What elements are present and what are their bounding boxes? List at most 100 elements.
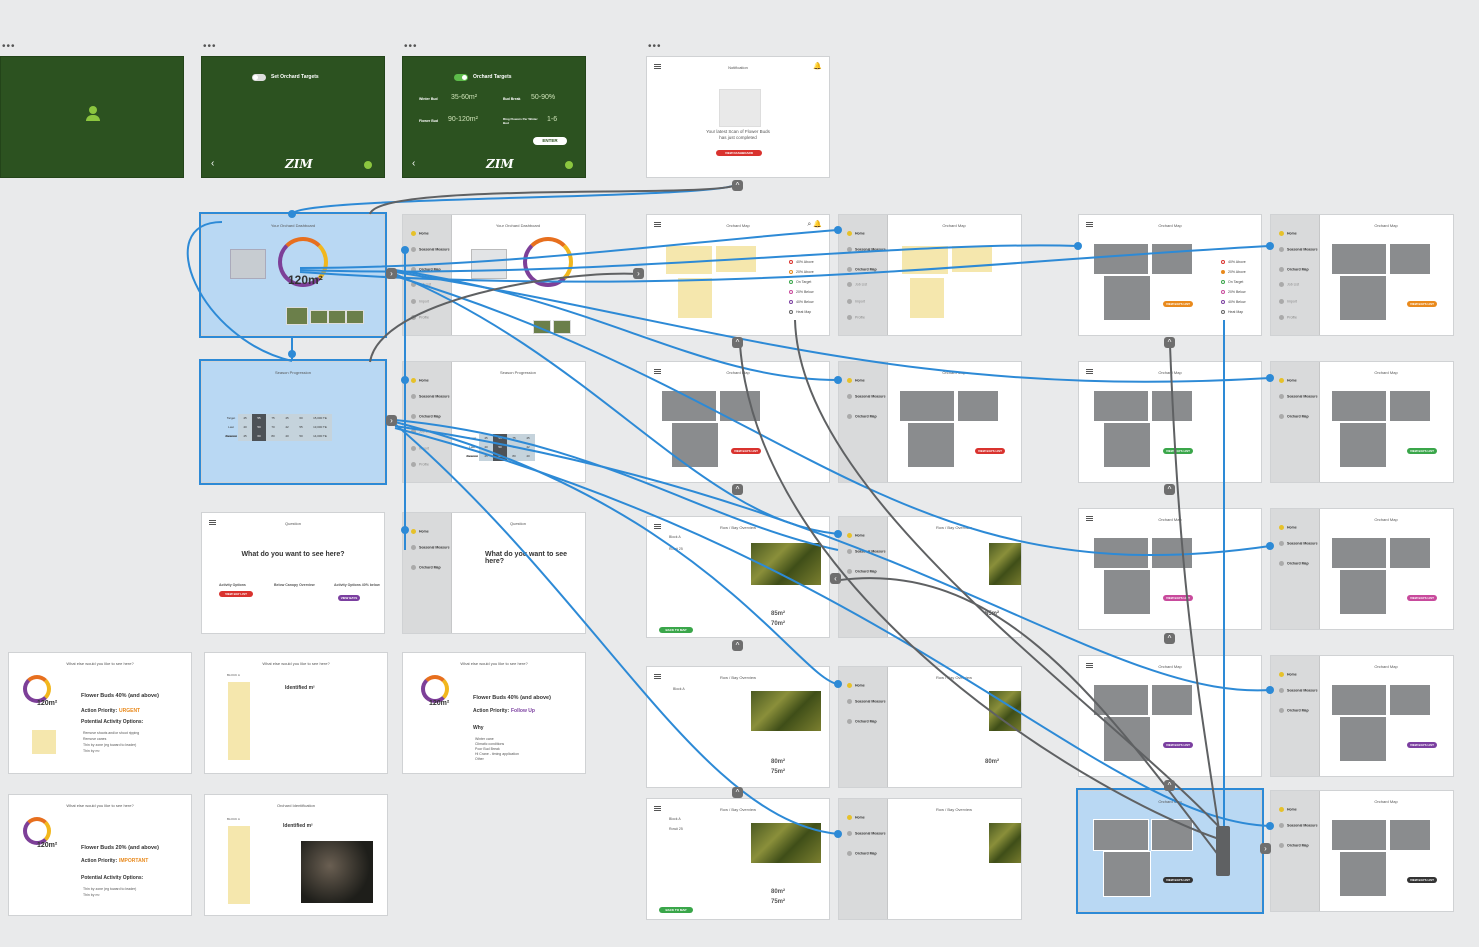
orchard-block[interactable]: [1331, 537, 1387, 569]
frame-orchard-map-pink[interactable]: Orchard Map VIEW BAYS LIST: [1078, 508, 1262, 630]
sidebar-item-seasonal[interactable]: Seasonal Measure: [1279, 688, 1318, 693]
sidebar-item-seasonal[interactable]: Seasonal Measure: [847, 699, 886, 704]
orchard-block[interactable]: [665, 245, 713, 275]
view-bay-list-button[interactable]: VIEW BAY LIST: [219, 591, 253, 597]
sidebar-item-orchard-map[interactable]: Orchard Map: [847, 719, 877, 724]
orchard-block[interactable]: [1331, 243, 1387, 275]
frame-menu-dots[interactable]: •••: [2, 41, 16, 52]
sidebar-item-orchard-map[interactable]: Orchard Map: [847, 267, 877, 272]
scan-thumbnail[interactable]: [310, 310, 328, 324]
sidebar-item-orchard-map[interactable]: Orchard Map: [1279, 843, 1309, 848]
view-bays-button[interactable]: VIEW BAYS: [338, 595, 360, 601]
frame-row-bay-overview-2[interactable]: Row / Bay Overview Block A 80m² 75m²: [646, 666, 830, 788]
orchard-block[interactable]: [1331, 684, 1387, 716]
targets-toggle[interactable]: [252, 74, 266, 81]
chevron-up-icon[interactable]: ^: [1164, 780, 1175, 791]
block-selector[interactable]: Block A: [669, 535, 681, 539]
bell-icon[interactable]: 🔔: [813, 63, 822, 70]
orchard-block[interactable]: [671, 422, 719, 468]
orchard-block[interactable]: [1093, 243, 1149, 275]
orchard-row-strip[interactable]: [227, 825, 251, 905]
option-activity-below[interactable]: Activity Options 40% below: [334, 583, 380, 587]
target-range-flower-bud[interactable]: 90-120m²: [448, 116, 478, 123]
scan-thumbnail[interactable]: [553, 320, 571, 334]
block-selector[interactable]: Block A: [669, 817, 681, 821]
search-bell-icons[interactable]: ⌕ 🔔: [807, 221, 822, 228]
back-to-map-button[interactable]: BACK TO MAP: [659, 907, 693, 913]
sidebar-item-home[interactable]: Home: [411, 378, 429, 383]
sidebar-item-import[interactable]: Import: [1279, 299, 1297, 304]
orchard-block[interactable]: [661, 390, 717, 422]
connection-hub[interactable]: [1216, 826, 1230, 876]
frame-dashboard-selected[interactable]: Your Orchard Dashboard 120m²: [199, 212, 387, 338]
orchard-block[interactable]: [957, 390, 999, 422]
frame-orchard-map-orange[interactable]: Orchard Map VIEW BAYS LIST 40% Above 20%…: [1078, 214, 1262, 336]
sidebar-item-home[interactable]: Home: [847, 378, 865, 383]
sidebar-item-seasonal[interactable]: Seasonal Measure: [1279, 247, 1318, 252]
sidebar-item-job-list[interactable]: Job List: [847, 282, 867, 287]
frame-detail-important[interactable]: What else would you like to see here? 12…: [8, 794, 192, 916]
orchard-block[interactable]: [1389, 390, 1431, 422]
view-bays-button[interactable]: VIEW BAYS LIST: [1163, 877, 1193, 883]
orchard-block[interactable]: [1331, 819, 1387, 851]
orchard-block[interactable]: [677, 277, 713, 319]
sidebar-item-profile[interactable]: Profile: [411, 462, 429, 467]
orchard-block[interactable]: [1331, 390, 1387, 422]
sidebar-item-seasonal[interactable]: Seasonal Measure: [1279, 823, 1318, 828]
orchard-block[interactable]: [719, 390, 761, 422]
orchard-block[interactable]: [1093, 819, 1149, 851]
frame-row-bay-overview-menu[interactable]: Home Seasonal Measure Orchard Map Row / …: [838, 516, 1022, 638]
orchard-block[interactable]: [1389, 684, 1431, 716]
chevron-up-icon[interactable]: ^: [732, 787, 743, 798]
view-bays-button[interactable]: VIEW BAYS LIST: [1407, 301, 1437, 307]
orchard-block[interactable]: [1339, 422, 1387, 468]
sidebar-item-orchard-map[interactable]: Orchard Map: [1279, 708, 1309, 713]
chevron-left-icon[interactable]: ‹: [830, 573, 841, 584]
view-bays-button[interactable]: VIEW BAYS LIST: [1163, 301, 1193, 307]
sidebar-item-home[interactable]: Home: [411, 529, 429, 534]
frame-orchard-heatmap-menu[interactable]: Home Seasonal Measure Orchard Map Orchar…: [1270, 790, 1454, 912]
frame-orchard-map-purple-menu[interactable]: Home Seasonal Measure Orchard Map Orchar…: [1270, 655, 1454, 777]
sidebar-item-orchard-map[interactable]: Orchard Map: [847, 851, 877, 856]
sidebar-item-import[interactable]: Import: [847, 299, 865, 304]
orchard-block[interactable]: [1389, 243, 1431, 275]
orchard-block[interactable]: [1389, 819, 1431, 851]
sidebar-item-orchard-map[interactable]: Orchard Map: [411, 267, 441, 272]
view-bays-button[interactable]: VIEW BAYS LIST: [975, 448, 1005, 454]
chevron-right-icon[interactable]: ›: [633, 268, 644, 279]
sidebar-item-orchard-map[interactable]: Orchard Map: [411, 414, 441, 419]
frame-orchard-map-yellow[interactable]: Orchard Map ⌕ 🔔 40% Above 20% Above On T…: [646, 214, 830, 336]
orchard-block[interactable]: [1151, 684, 1193, 716]
sidebar-item-home[interactable]: Home: [1279, 525, 1297, 530]
scan-thumbnail[interactable]: [533, 320, 551, 334]
frame-orchard-targets[interactable]: Orchard Targets Winter Bud 35-60m² Bud B…: [402, 56, 586, 178]
frame-orchard-map-green-menu[interactable]: Home Seasonal Measure Orchard Map Orchar…: [1270, 361, 1454, 483]
option-below-canopy[interactable]: Below Canopy Overview: [274, 583, 315, 587]
targets-toggle[interactable]: [454, 74, 468, 81]
orchard-block[interactable]: [1103, 569, 1151, 615]
frame-row-bay-overview-3[interactable]: Row / Bay Overview Block A Row# 25 80m² …: [646, 798, 830, 920]
orchard-block[interactable]: [1151, 243, 1193, 275]
sidebar-item-home[interactable]: Home: [1279, 807, 1297, 812]
frame-question-with-menu[interactable]: Home Seasonal Measure Orchard Map Questi…: [402, 512, 586, 634]
sidebar-item-home[interactable]: Home: [847, 683, 865, 688]
frame-season-with-menu[interactable]: Home Seasonal Measure Orchard Map Job Li…: [402, 361, 586, 483]
scan-thumbnail[interactable]: [286, 307, 308, 325]
frame-set-targets[interactable]: Set Orchard Targets ‹ ZIM: [201, 56, 385, 178]
sidebar-item-job-list[interactable]: Job List: [411, 282, 431, 287]
view-bays-button[interactable]: VIEW BAYS LIST: [1407, 448, 1437, 454]
block-selector[interactable]: Block A: [673, 687, 685, 691]
sidebar-item-home[interactable]: Home: [847, 815, 865, 820]
hamburger-icon[interactable]: [209, 520, 216, 525]
orchard-block[interactable]: [1103, 851, 1151, 897]
frame-row-bay-overview-3-menu[interactable]: Home Seasonal Measure Orchard Map Row / …: [838, 798, 1022, 920]
orchard-block[interactable]: [1389, 537, 1431, 569]
view-bays-button[interactable]: VIEW BAYS LIST: [1407, 595, 1437, 601]
sidebar-item-seasonal[interactable]: Seasonal Measure: [847, 394, 886, 399]
orchard-block[interactable]: [951, 245, 993, 273]
frame-row-bay-overview[interactable]: Row / Bay Overview Block A Row# 25 85m² …: [646, 516, 830, 638]
orchard-block[interactable]: [715, 245, 757, 273]
orchard-block[interactable]: [31, 729, 57, 755]
chevron-up-icon[interactable]: ^: [1164, 633, 1175, 644]
target-range-winter-bud[interactable]: 35-60m²: [451, 94, 478, 101]
